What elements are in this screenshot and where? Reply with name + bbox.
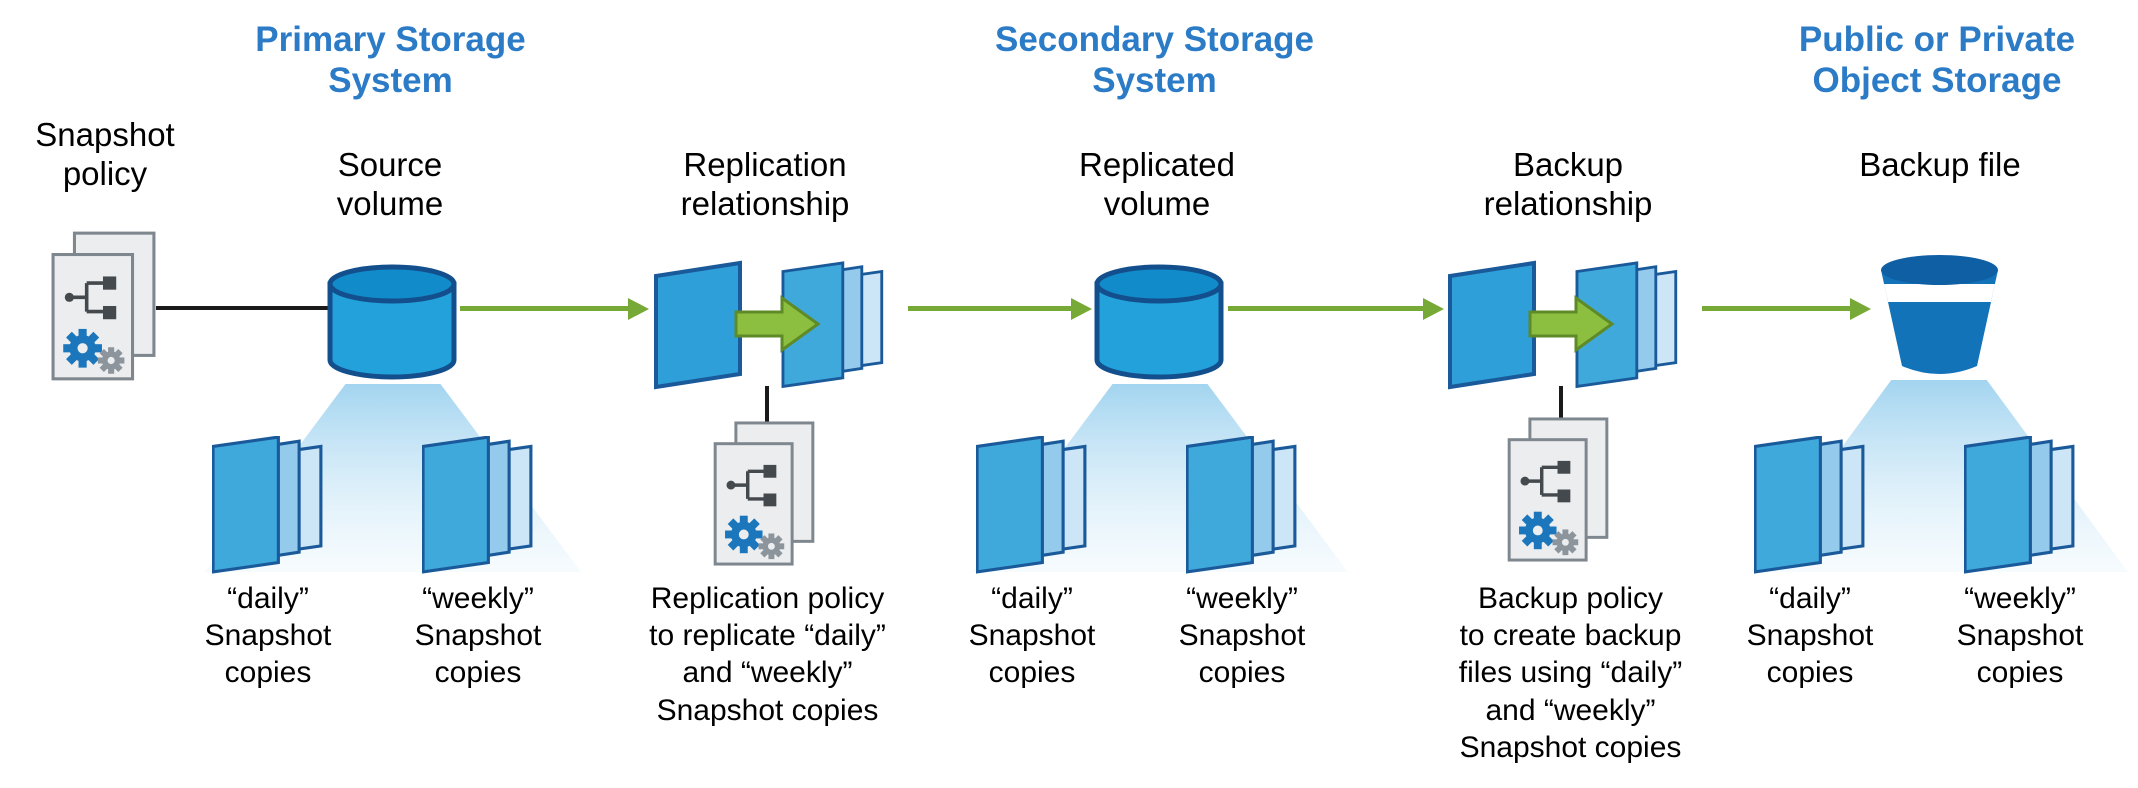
flow-arrow-replication-to-replicated <box>908 306 1071 311</box>
label-backup-file: Backup file <box>1859 146 2021 183</box>
daily-snapshot-copies-icon <box>1754 436 1865 574</box>
header-secondary-storage-system: Secondary Storage System <box>995 20 1314 100</box>
caption-daily-snapshot-copies: “daily” Snapshot copies <box>204 582 332 690</box>
caption-backup-policy: Backup policy to create backup files usi… <box>1458 582 1683 764</box>
label-source-volume: Source volume <box>336 146 444 222</box>
label-snapshot-policy: Snapshot policy <box>35 116 175 192</box>
caption-daily-snapshot-copies: “daily” Snapshot copies <box>968 582 1096 690</box>
connector-line-policy-to-source <box>156 306 328 310</box>
connector-line-backup-policy <box>1559 386 1563 420</box>
flow-arrow-source-to-replication <box>460 306 628 311</box>
source-volume-cylinder-icon <box>327 260 457 386</box>
header-primary-storage-system: Primary Storage System <box>255 20 526 100</box>
daily-snapshot-copies-icon <box>212 436 323 574</box>
caption-weekly-snapshot-copies: “weekly” Snapshot copies <box>414 582 542 690</box>
replicated-volume-cylinder-icon <box>1094 260 1224 386</box>
caption-daily-snapshot-copies: “daily” Snapshot copies <box>1746 582 1874 690</box>
weekly-snapshot-copies-icon <box>1186 436 1297 574</box>
backup-file-bucket-icon <box>1881 255 1998 374</box>
backup-relationship-icon <box>1446 258 1698 392</box>
flow-arrow-replicated-to-backup <box>1228 306 1423 311</box>
weekly-snapshot-copies-icon <box>422 436 533 574</box>
header-object-storage: Public or Private Object Storage <box>1798 20 2076 100</box>
connector-line-replication-policy <box>765 386 769 424</box>
weekly-snapshot-copies-icon <box>1964 436 2075 574</box>
flow-arrow-backup-to-bucket <box>1702 306 1850 311</box>
caption-replication-policy: Replication policy to replicate “daily” … <box>649 582 886 727</box>
caption-weekly-snapshot-copies: “weekly” Snapshot copies <box>1956 582 2084 690</box>
label-backup-relationship: Backup relationship <box>1483 146 1653 222</box>
label-replication-relationship: Replication relationship <box>680 146 850 222</box>
replication-relationship-icon <box>652 258 904 392</box>
backup-policy-icon <box>1507 417 1609 562</box>
daily-snapshot-copies-icon <box>976 436 1087 574</box>
snapshot-policy-icon <box>51 231 156 381</box>
replication-policy-icon <box>713 421 815 566</box>
label-replicated-volume: Replicated volume <box>1079 146 1235 222</box>
caption-weekly-snapshot-copies: “weekly” Snapshot copies <box>1178 582 1306 690</box>
